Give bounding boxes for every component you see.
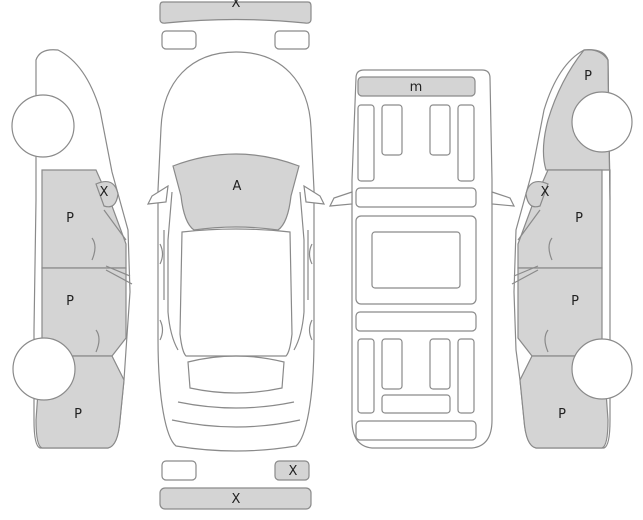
rear-left-light[interactable] (161, 460, 197, 481)
left-mirror[interactable] (95, 181, 119, 208)
plan-mirror-right (491, 191, 516, 207)
left-mirror-label: X (100, 185, 109, 200)
car-top-right-mirror (303, 184, 326, 205)
roof[interactable] (357, 76, 476, 97)
rear-bumper[interactable] (159, 487, 312, 510)
left-rear-fender-label: P (74, 407, 82, 422)
car-top-view: A (146, 51, 326, 452)
right-front-wheel (571, 91, 633, 153)
front-left-light[interactable] (161, 30, 197, 50)
hood-label: A (233, 179, 242, 194)
hood[interactable] (172, 153, 300, 231)
front-right-light[interactable] (274, 30, 310, 50)
roof-label: m (410, 80, 423, 95)
right-mirror[interactable] (525, 181, 549, 208)
right-rear-door-label: P (571, 294, 579, 309)
front-bumper-label: X (232, 0, 241, 11)
car-top-body (157, 51, 315, 452)
left-rear-wheel (12, 337, 76, 401)
front-bumper[interactable] (159, 1, 312, 24)
left-front-wheel (11, 94, 75, 158)
car-top-left-mirror (146, 184, 169, 205)
rear-right-light-label: X (289, 464, 298, 479)
car-right-side-view: P P P P X (511, 49, 633, 449)
right-mirror-label: X (541, 185, 550, 200)
plan-mirror-left (328, 191, 353, 207)
car-plan-view: m (328, 69, 516, 449)
right-rear-fender-label: P (558, 407, 566, 422)
right-rear-wheel (571, 338, 633, 400)
left-rear-door-label: P (66, 294, 74, 309)
right-front-door-label: P (575, 211, 583, 226)
rear-right-light[interactable] (274, 460, 310, 481)
left-front-door-label: P (66, 211, 74, 226)
rear-bumper-label: X (232, 492, 241, 507)
car-left-side-view: P P P X (11, 49, 133, 449)
right-front-fender-label: P (584, 69, 592, 84)
